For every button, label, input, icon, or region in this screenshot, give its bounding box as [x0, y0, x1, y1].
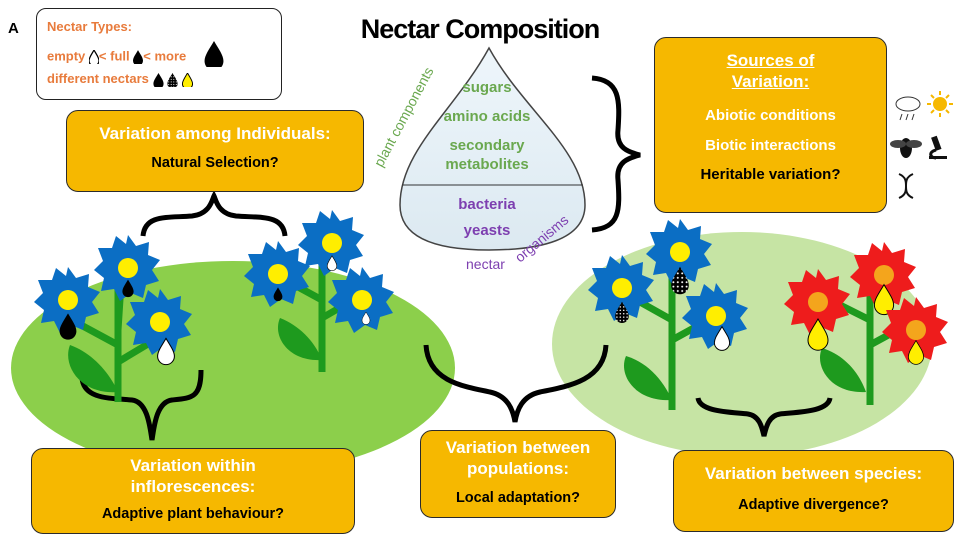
panel-letter: A	[8, 20, 19, 37]
individuals-brace	[140, 190, 288, 237]
legend-amount-row: empty < full < more	[47, 41, 224, 67]
populations-brace	[423, 344, 609, 423]
drop-item-amino-acids: amino acids	[443, 108, 531, 125]
source-heritable-question: Heritable variation?	[700, 166, 841, 183]
legend-heading: Nectar Types:	[47, 19, 133, 34]
legend-empty-label: empty	[47, 48, 86, 64]
variation-between-populations-box: Variation between populations: Local ada…	[420, 430, 616, 518]
legend-different-label: different nectars	[47, 71, 149, 86]
within-heading-line2: inflorescences:	[130, 477, 256, 496]
drop-item-secondary: secondary	[449, 137, 525, 154]
source-biotic: Biotic interactions	[705, 137, 836, 154]
variation-within-inflorescences-box: Variation within inflorescences: Adaptiv…	[31, 448, 355, 534]
drop-item-bacteria: bacteria	[458, 196, 516, 213]
full-drop-icon	[133, 50, 144, 64]
drop-item-yeasts: yeasts	[463, 222, 511, 239]
species-brace	[695, 397, 833, 437]
different-drop-black-icon	[152, 72, 164, 87]
sources-title-line2: Variation:	[731, 72, 810, 91]
plant-right-blue	[588, 219, 748, 410]
species-question: Adaptive divergence?	[738, 497, 889, 513]
within-heading-line1: Variation within	[130, 456, 256, 475]
microscope-icon	[929, 135, 947, 160]
within-question: Adaptive plant behaviour?	[101, 506, 285, 522]
sources-title-line1: Sources of	[726, 51, 815, 70]
drop-item-sugars: sugars	[462, 79, 512, 96]
species-heading: Variation between species:	[704, 464, 923, 483]
plant-right-red	[784, 242, 948, 405]
populations-heading-line2: populations:	[467, 459, 569, 478]
plant-left-2	[244, 210, 394, 372]
populations-heading-line1: Variation between	[445, 438, 591, 457]
more-drop-icon	[204, 41, 224, 67]
drop-item-metabolites: metabolites	[445, 156, 529, 173]
sources-of-variation-box: Sources of Variation: Abiotic conditions…	[654, 37, 887, 213]
source-abiotic: Abiotic conditions	[705, 107, 836, 124]
populations-question: Local adaptation?	[455, 490, 581, 506]
bee-icon	[890, 138, 922, 158]
weather-icon	[895, 96, 921, 121]
legend-full-label: < full	[98, 48, 130, 64]
nectar-types-legend: Nectar Types: empty < full < more differ…	[36, 8, 282, 100]
sun-icon	[927, 91, 953, 117]
different-drop-dotted-icon	[167, 72, 178, 87]
different-drop-yellow-icon	[181, 72, 193, 87]
sources-brace	[591, 75, 641, 233]
individuals-heading: Variation among Individuals:	[99, 124, 331, 143]
legend-more-label: < more	[143, 48, 187, 64]
nectar-drop	[399, 46, 586, 251]
plant-items: sugars amino acids secondary metabolites	[412, 78, 562, 174]
nectar-label: nectar	[466, 256, 505, 272]
individuals-question: Natural Selection?	[151, 155, 279, 171]
organism-items: bacteria yeasts	[412, 195, 562, 240]
within-brace	[79, 369, 204, 441]
legend-different-row: different nectars	[47, 71, 193, 87]
plant-left-1	[34, 235, 192, 402]
dna-icon	[898, 173, 914, 199]
empty-drop-icon	[88, 50, 99, 64]
page-title: Nectar Composition	[360, 14, 601, 44]
variation-between-species-box: Variation between species: Adaptive dive…	[673, 450, 954, 532]
variation-among-individuals-box: Variation among Individuals: Natural Sel…	[66, 110, 364, 192]
